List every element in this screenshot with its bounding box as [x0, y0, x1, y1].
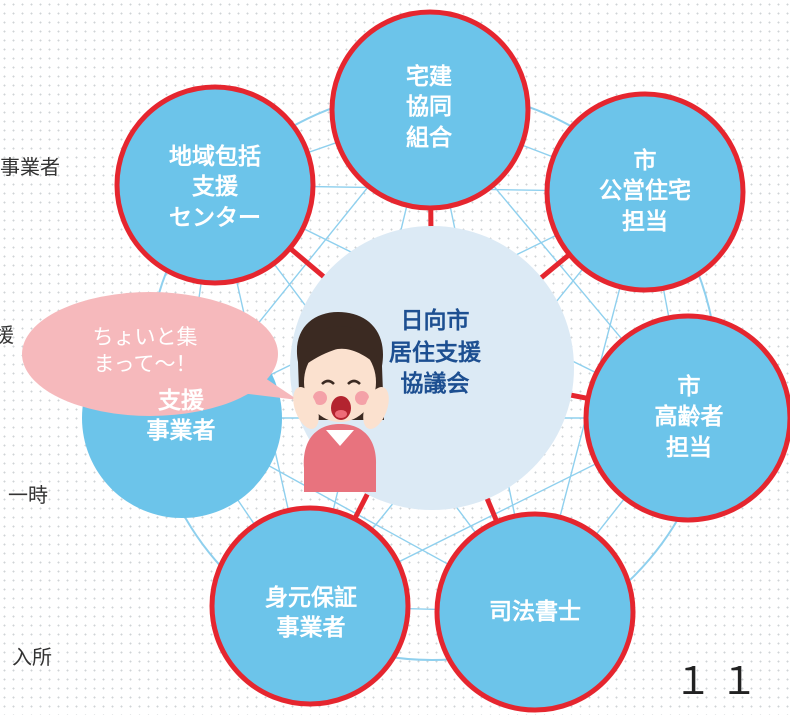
node-label-koreisha: 市 高齢者 担当 [654, 374, 724, 461]
node-circles [114, 9, 790, 713]
speech-bubble [22, 292, 298, 416]
node-label-shiho: 司法書士 [489, 599, 581, 625]
node-circle-chiiki [114, 84, 316, 286]
node-label-koei: 市 公営住宅 担当 [599, 148, 691, 235]
node-label-shien: 支援 事業者 [146, 388, 216, 445]
side-label-en: 援 [0, 323, 14, 347]
girl-shouting-illustration [293, 312, 389, 492]
node-label-takken: 宅建 協同 組合 [406, 64, 452, 151]
node-circle-shiho [434, 511, 636, 713]
node-label-chiiki: 地域包括 支援 センター [169, 144, 261, 231]
speech-bubble-text: ちょいと集 まって～！ [92, 325, 198, 377]
side-label-ichiji: 一時 [8, 483, 48, 507]
center-label: 日向市 居住支援 協議会 [389, 308, 481, 398]
node-circle-takken [329, 9, 531, 211]
node-circle-mimoto [209, 505, 411, 707]
side-label-jigyosha: 事業者 [0, 155, 60, 179]
node-circle-koreisha [583, 313, 790, 523]
side-label-nyusho: 入所 [12, 645, 52, 669]
node-circle-koei [544, 91, 746, 293]
node-label-mimoto: 身元保証 事業者 [265, 585, 357, 642]
page-number: １１ [673, 659, 766, 703]
